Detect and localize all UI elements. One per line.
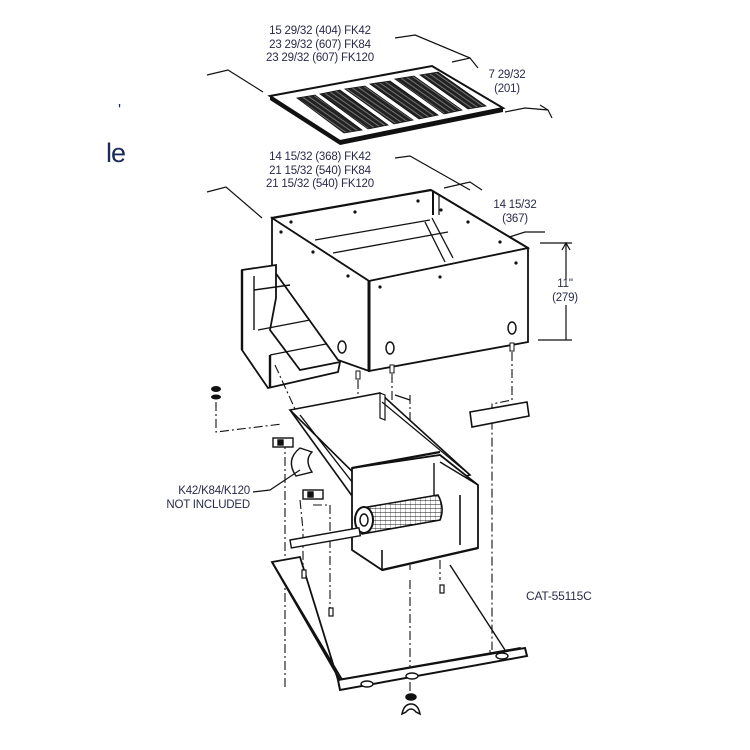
housing-height-dimension: 11" (279) [545, 278, 585, 305]
grille-length-dimensions: 15 29/32 (404) FK42 23 29/32 (607) FK84 … [250, 25, 390, 66]
housing [269, 188, 531, 380]
wing-nut [400, 693, 422, 716]
blower-chassis [288, 392, 479, 572]
housing-screw-holes [279, 199, 518, 289]
housing-depth-inches: 14 15/32 [493, 199, 537, 211]
side-step-bracket [240, 263, 342, 390]
heater-element-mount [272, 437, 362, 549]
housing-length-fk84: 21 15/32 (540) FK84 [269, 164, 371, 177]
housing-height-inches: 11" [557, 278, 573, 290]
housing-depth-mm: (367) [502, 212, 528, 225]
heater-not-included-label: NOT INCLUDED [166, 498, 250, 511]
grille-width-inches: 7 29/32 [488, 69, 526, 81]
grille [267, 64, 506, 145]
grille-slots [296, 71, 488, 134]
cover-strip [469, 401, 530, 428]
grille-length-fk84: 23 29/32 (607) FK84 [269, 38, 371, 51]
housing-depth-dimension: 14 15/32 (367) [490, 199, 540, 226]
grille-dimension-lines [206, 34, 553, 119]
catalog-number: CAT-55115C [526, 589, 592, 603]
heater-note: K42/K84/K120 NOT INCLUDED [140, 485, 250, 512]
housing-dimension-lines [206, 155, 572, 341]
heater-leader-line [252, 469, 301, 493]
nut-washer [211, 386, 221, 400]
fragment-apostrophe: ' [118, 102, 122, 119]
housing-height-mm: (279) [552, 291, 578, 304]
fragment-partial-word: le [106, 138, 126, 168]
housing-length-fk42: 14 15/32 (368) FK42 [269, 151, 371, 163]
mounting-base-plate [270, 555, 529, 692]
grille-length-fk42: 15 29/32 (404) FK42 [269, 25, 371, 37]
grille-width-mm: (201) [494, 82, 520, 95]
heater-models-label: K42/K84/K120 [178, 485, 250, 497]
housing-length-dimensions: 14 15/32 (368) FK42 21 15/32 (540) FK84 … [250, 151, 390, 192]
housing-length-fk120: 21 15/32 (540) FK120 [266, 178, 374, 190]
grille-width-dimension: 7 29/32 (201) [482, 69, 532, 96]
grille-length-fk120: 23 29/32 (607) FK120 [266, 52, 374, 64]
